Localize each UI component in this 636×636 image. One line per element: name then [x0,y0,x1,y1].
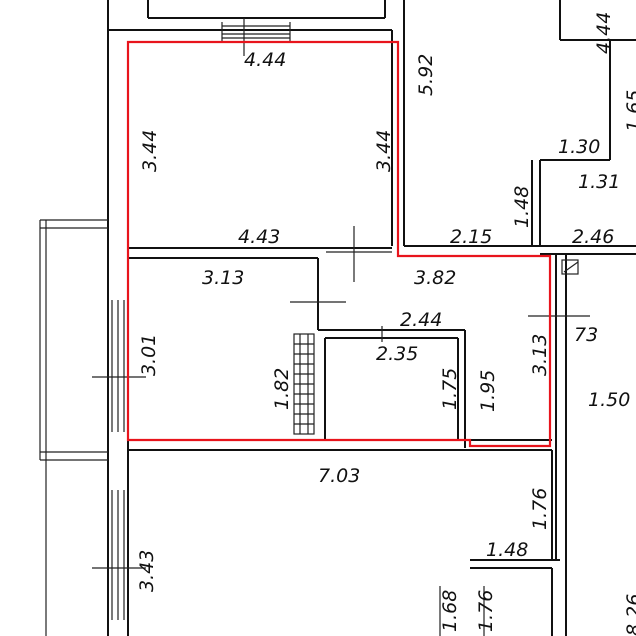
dim-small-73: 73 [574,324,598,346]
dim-inner-height: 3.44 [373,130,395,172]
dim-top-width: 4.44 [244,49,286,71]
apartment-outline [126,40,552,448]
dim-left-wall-height: 3.01 [138,334,160,376]
dim-edge-165: 1.65 [623,90,636,132]
dimension-labels: 4.44 3.44 3.44 4.43 5.92 4.44 1.30 1.31 … [136,12,636,636]
dim-bottom-168: 1.68 [439,590,461,632]
dim-bath-height-right: 1.95 [477,370,499,412]
dim-far-right-top: 4.44 [593,12,615,54]
dim-corridor-width: 2.15 [450,226,492,248]
dim-kitchen-width: 4.43 [238,226,280,248]
dim-bottom-176: 1.76 [475,590,497,632]
dim-hall-width-right: 3.82 [414,267,456,289]
window-left-upper [111,300,125,432]
cabinet-hatch [293,333,315,435]
dim-bath-height-left: 1.75 [439,368,461,410]
window-top [221,18,291,56]
dim-closet-height: 1.48 [511,186,533,228]
dim-cabinet-height: 1.82 [271,368,293,410]
dim-closet-width: 1.30 [558,136,600,158]
dim-hall-width: 3.13 [202,267,244,289]
dim-left-height: 3.44 [139,130,161,172]
dim-right-150: 1.50 [588,389,630,411]
dim-bottom-closet-width: 1.48 [486,539,528,561]
dim-edge-826: 8.26 [623,594,636,636]
dim-bottom-width: 7.03 [318,465,360,487]
dim-bottom-left-height: 3.43 [136,550,158,592]
dim-bottom-right-height: 1.76 [529,488,551,530]
window-left-lower [111,490,125,620]
walls [39,0,636,636]
dim-right-top-height: 5.92 [415,54,437,96]
dim-right-room-width: 2.46 [572,226,614,248]
dim-closet-width-inner: 1.31 [578,171,620,193]
dim-hall-right-height: 3.13 [529,334,551,376]
dim-bath-outer-width: 2.44 [400,309,442,331]
dim-bath-inner-width: 2.35 [376,343,418,365]
